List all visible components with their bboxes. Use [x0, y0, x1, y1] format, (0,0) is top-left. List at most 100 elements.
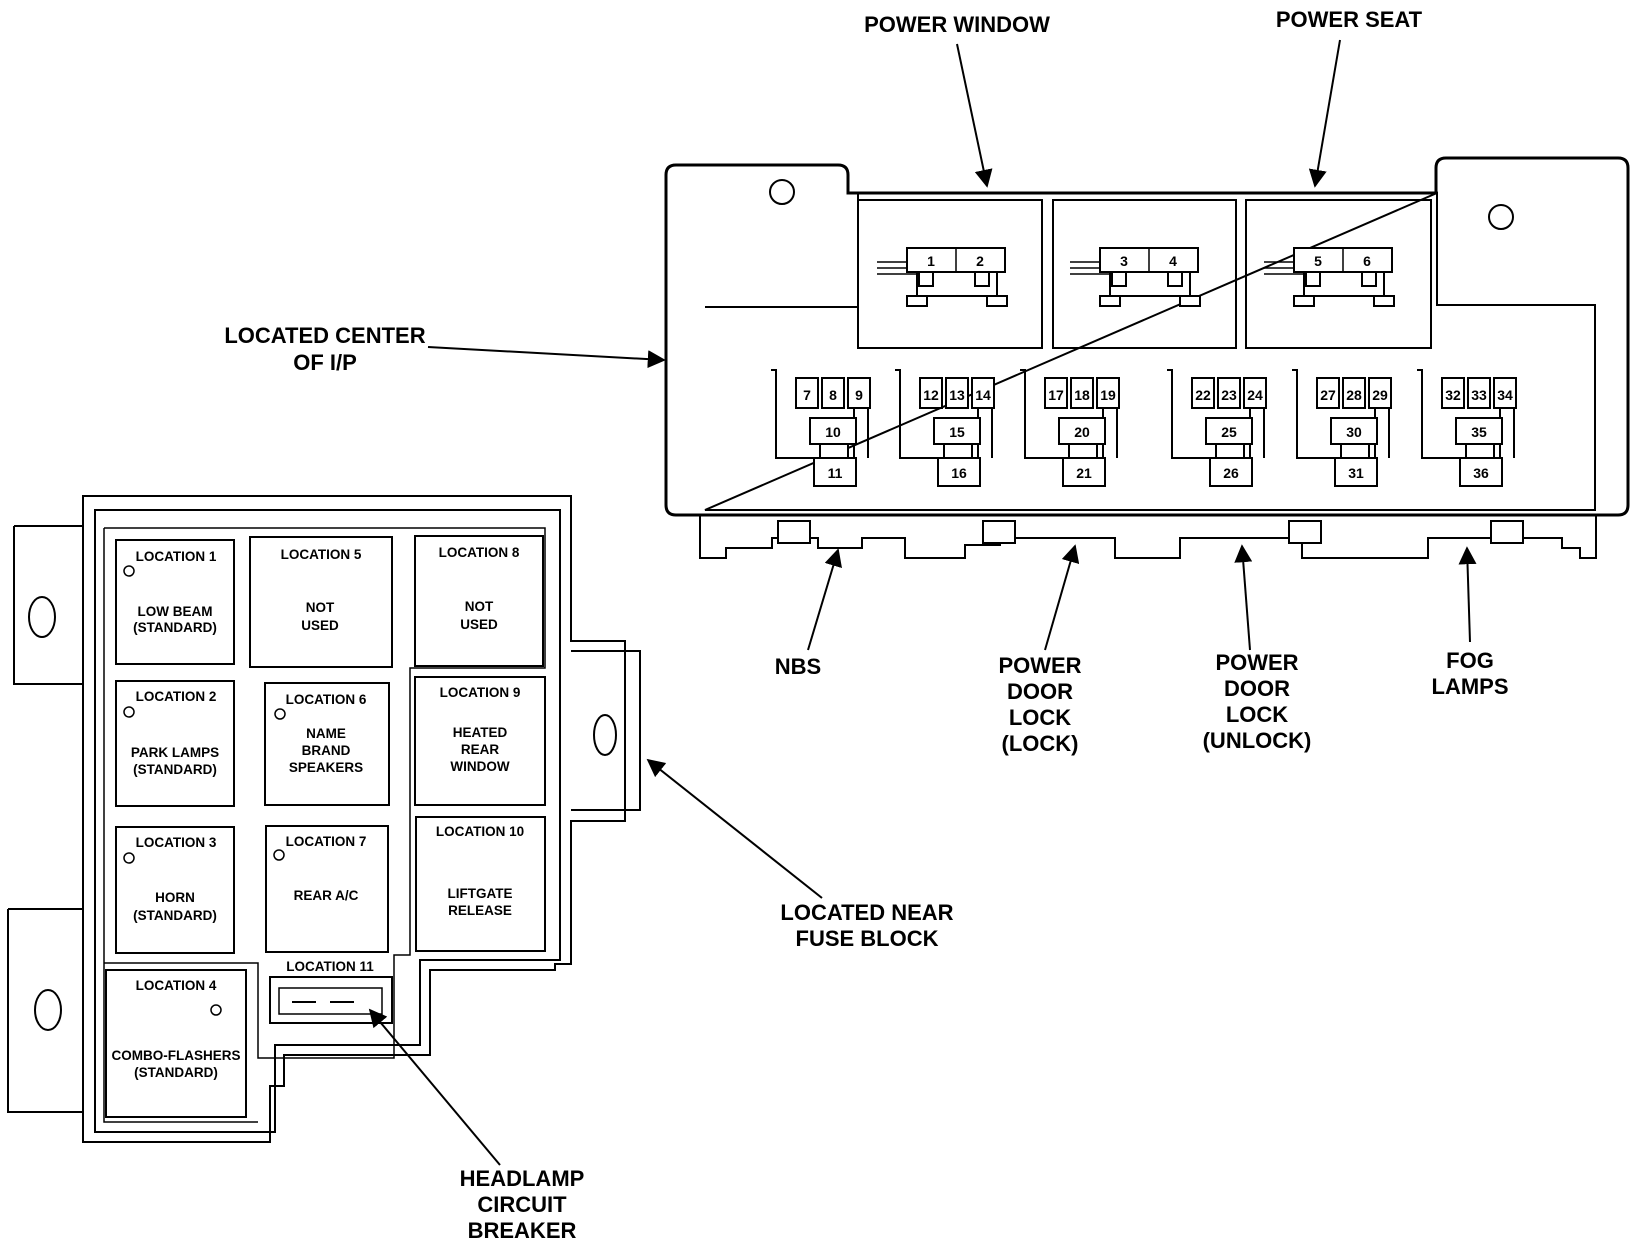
relay-number: 32	[1445, 387, 1461, 403]
svg-text:BRAND: BRAND	[302, 743, 351, 758]
svg-text:PARK LAMPS: PARK LAMPS	[131, 745, 219, 760]
svg-text:NOT: NOT	[306, 600, 335, 615]
label-located-center: LOCATED CENTER	[224, 323, 425, 348]
mounting-rail	[699, 515, 1597, 559]
svg-text:CIRCUIT: CIRCUIT	[477, 1192, 567, 1217]
svg-text:POWER: POWER	[1215, 650, 1298, 675]
relay-5-6: 5 6	[1264, 247, 1395, 307]
relay-number: 29	[1372, 387, 1388, 403]
relay-number: 7	[803, 387, 811, 403]
relay-number: 23	[1221, 387, 1237, 403]
svg-text:LOCATION 8: LOCATION 8	[439, 545, 520, 560]
top-relays: 1 2 3 4 5 6	[877, 247, 1395, 307]
svg-text:LOCATION 7: LOCATION 7	[286, 834, 367, 849]
svg-text:(STANDARD): (STANDARD)	[133, 620, 217, 635]
location-1: LOCATION 1 LOW BEAM (STANDARD)	[115, 539, 235, 665]
relay-number: 6	[1363, 253, 1371, 269]
relay-number: 12	[923, 387, 939, 403]
panel-inner-outline	[94, 509, 561, 1133]
mount-hole-icon	[769, 179, 795, 205]
svg-text:REAR: REAR	[461, 742, 500, 757]
relay-number: 19	[1100, 387, 1116, 403]
relay-group-27-31: 27 28 29 30 31	[1292, 369, 1392, 487]
rail-clip	[982, 520, 1016, 544]
svg-text:LIFTGATE: LIFTGATE	[448, 886, 513, 901]
relay-number: 20	[1074, 424, 1090, 440]
relay-number: 5	[1314, 253, 1322, 269]
svg-text:(STANDARD): (STANDARD)	[133, 762, 217, 777]
svg-text:REAR A/C: REAR A/C	[294, 888, 359, 903]
relay-number: 1	[927, 253, 935, 269]
relay-number: 36	[1473, 465, 1489, 481]
rail-clip	[1288, 520, 1322, 544]
mount-hole-icon	[593, 714, 617, 756]
location-6: LOCATION 6 NAME BRAND SPEAKERS	[264, 682, 390, 806]
svg-text:LOCATION 2: LOCATION 2	[136, 689, 217, 704]
svg-text:FUSE BLOCK: FUSE BLOCK	[796, 926, 939, 951]
svg-text:NAME: NAME	[306, 726, 346, 741]
relay-number: 4	[1169, 253, 1177, 269]
svg-text:(LOCK): (LOCK)	[1002, 731, 1079, 756]
label-power-window: POWER WINDOW	[864, 12, 1050, 37]
svg-text:SPEAKERS: SPEAKERS	[289, 760, 363, 775]
relay-1-2: 1 2	[877, 247, 1008, 307]
svg-text:(STANDARD): (STANDARD)	[134, 1065, 218, 1080]
mount-tab	[13, 525, 83, 685]
mount-tab	[571, 650, 641, 811]
label-power-door-lock-unlock: POWER DOOR LOCK (UNLOCK)	[1203, 650, 1312, 753]
relay-group-17-21: 17 18 19 20 21	[1020, 369, 1120, 487]
svg-text:LOCATION 3: LOCATION 3	[136, 835, 217, 850]
svg-text:HORN: HORN	[155, 890, 195, 905]
relay-number: 8	[829, 387, 837, 403]
bottom-relays: 7 8 9 10 11 12 13 14 15 16 17 18 19	[771, 369, 1517, 487]
location-3: LOCATION 3 HORN (STANDARD)	[115, 826, 235, 954]
svg-text:LOW BEAM: LOW BEAM	[138, 604, 213, 619]
relay-number: 28	[1346, 387, 1362, 403]
relay-number: 33	[1471, 387, 1487, 403]
headlamp-circuit-breaker	[278, 987, 383, 1015]
svg-text:(UNLOCK): (UNLOCK)	[1203, 728, 1312, 753]
location-9: LOCATION 9 HEATED REAR WINDOW	[414, 676, 546, 806]
svg-text:HEATED: HEATED	[453, 725, 508, 740]
svg-text:NOT: NOT	[465, 599, 494, 614]
relay-number: 17	[1048, 387, 1064, 403]
relay-number: 27	[1320, 387, 1336, 403]
svg-text:LOCATED NEAR: LOCATED NEAR	[780, 900, 953, 925]
svg-text:POWER: POWER	[998, 653, 1081, 678]
location-4: LOCATION 4 COMBO-FLASHERS (STANDARD)	[105, 969, 247, 1118]
location-8: LOCATION 8 NOT USED	[414, 535, 544, 667]
mount-hole-icon	[34, 989, 62, 1031]
label-fog-lamps: FOG LAMPS	[1432, 648, 1509, 699]
svg-text:LOCK: LOCK	[1226, 702, 1288, 727]
relay-number: 24	[1247, 387, 1263, 403]
svg-text:DOOR: DOOR	[1224, 676, 1290, 701]
mount-hole-icon	[28, 596, 56, 638]
location-11: LOCATION 11	[269, 959, 393, 1024]
svg-text:RELEASE: RELEASE	[448, 903, 512, 918]
svg-text:LOCATION 11: LOCATION 11	[286, 959, 374, 974]
mount-tab	[7, 908, 83, 1113]
relay-number: 35	[1471, 424, 1487, 440]
rail-clip	[1490, 520, 1524, 544]
label-power-door-lock-lock: POWER DOOR LOCK (LOCK)	[998, 653, 1081, 756]
relay-3-4: 3 4	[1070, 247, 1201, 307]
location-5: LOCATION 5 NOT USED	[249, 536, 393, 668]
relay-number: 15	[949, 424, 965, 440]
svg-text:USED: USED	[301, 618, 339, 633]
relay-number: 25	[1221, 424, 1237, 440]
relay-number: 9	[855, 387, 863, 403]
rail-clip	[777, 520, 811, 544]
svg-text:HEADLAMP: HEADLAMP	[460, 1166, 585, 1191]
svg-text:LOCATION 5: LOCATION 5	[281, 547, 362, 562]
svg-text:BREAKER: BREAKER	[468, 1218, 577, 1243]
label-power-seat: POWER SEAT	[1276, 7, 1423, 32]
svg-text:LOCATION 1: LOCATION 1	[136, 549, 217, 564]
relay-number: 10	[825, 424, 841, 440]
relay-number: 16	[951, 465, 967, 481]
svg-text:LOCATION 9: LOCATION 9	[440, 685, 521, 700]
svg-text:(STANDARD): (STANDARD)	[133, 908, 217, 923]
location-2: LOCATION 2 PARK LAMPS (STANDARD)	[115, 680, 235, 807]
relay-group-22-26: 22 23 24 25 26	[1167, 369, 1267, 487]
svg-text:WINDOW: WINDOW	[450, 759, 509, 774]
